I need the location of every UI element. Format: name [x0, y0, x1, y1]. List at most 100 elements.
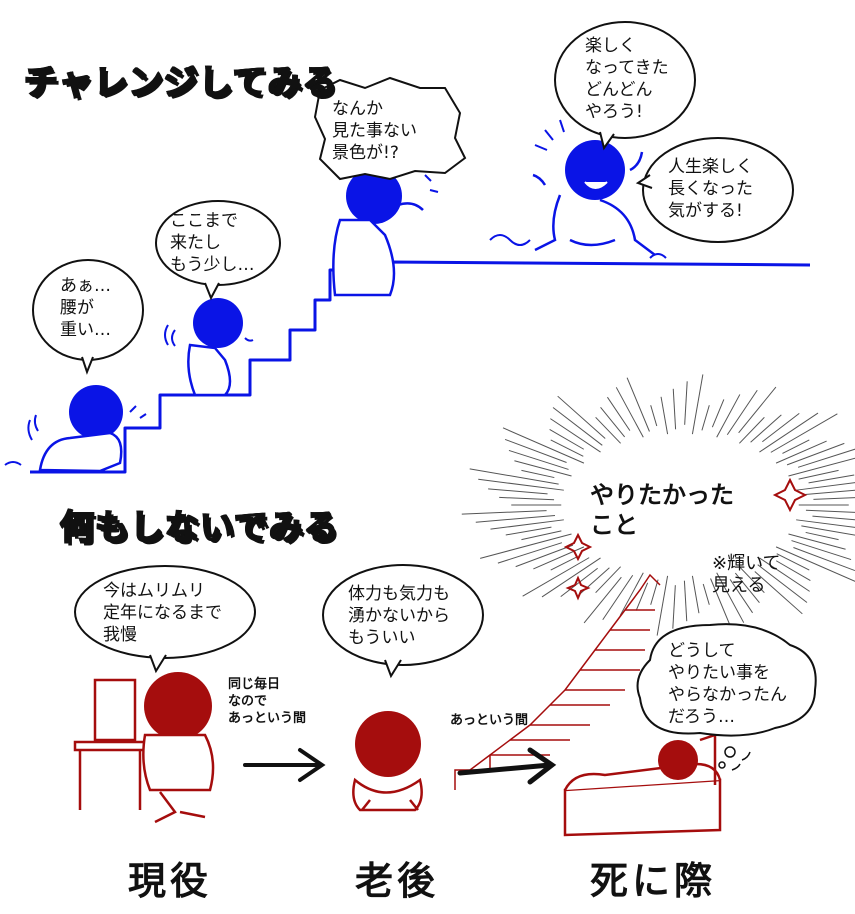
shine-ray — [797, 448, 855, 468]
figure-looking — [332, 168, 439, 297]
title-challenge: チャレンジしてみる — [23, 62, 338, 104]
shine-ray — [650, 405, 658, 427]
stage-label-active: 現役 — [128, 859, 213, 903]
shine-ray — [701, 405, 710, 431]
shine-ray — [691, 374, 704, 435]
shine-ray — [615, 387, 644, 438]
shine-ray — [808, 474, 855, 484]
figure-elderly — [352, 711, 423, 812]
shine-ray — [488, 488, 548, 495]
bubble-text: ここまで 来たし もう少し… — [170, 211, 255, 275]
shine-ray — [619, 572, 644, 616]
bubble-text: 楽しく なってきた どんどん やろう! — [585, 36, 669, 122]
sparkle-icon — [563, 477, 808, 601]
shine-ray — [626, 377, 650, 432]
shine-ray — [595, 416, 621, 444]
shine-ray — [813, 497, 855, 500]
figure-running — [489, 119, 667, 259]
shine-ray — [508, 449, 569, 470]
shine-ray — [739, 566, 765, 594]
bubble-text: 人生楽しく 長くなった 気がする! — [668, 157, 753, 221]
shine-ray — [660, 396, 669, 435]
shine-ray — [521, 530, 562, 541]
figure-head — [355, 711, 421, 777]
shine-ray — [716, 394, 741, 438]
shine-ray — [775, 560, 811, 581]
shine-ray — [541, 557, 601, 598]
shine-ray — [804, 489, 855, 495]
figure-head — [346, 168, 402, 224]
shine-ray — [497, 542, 563, 564]
shine-ray — [672, 585, 676, 629]
shine-ray — [729, 579, 753, 614]
challenge-bubble-3 — [313, 76, 467, 181]
title-do-nothing: 何もしないでみる — [59, 507, 339, 549]
shine-ray — [812, 515, 855, 521]
shine-ray — [684, 381, 688, 425]
shine-ray — [796, 482, 855, 491]
shine-ray — [738, 386, 777, 434]
figure-working — [73, 672, 215, 824]
shine-ray — [757, 564, 808, 603]
shine-ray — [801, 525, 855, 536]
figure-head — [193, 298, 243, 348]
shine-ray — [726, 389, 758, 436]
shine-text: やりたかった こと — [590, 481, 734, 539]
shine-ray — [499, 496, 555, 501]
challenge-staircase — [30, 260, 811, 474]
challenge-bubble-1 — [32, 259, 144, 375]
shine-ray — [583, 576, 622, 624]
figure-climbing — [164, 298, 254, 397]
shine-ray — [656, 575, 669, 636]
shine-ray — [798, 469, 839, 480]
shine-ray — [759, 557, 810, 592]
figure-head — [658, 740, 698, 780]
shine-ray — [552, 407, 603, 446]
shine-ray — [702, 583, 710, 605]
shine-ray — [504, 438, 567, 463]
shine-note: ※輝いて 見える — [712, 553, 781, 596]
shine-ray — [770, 413, 838, 453]
note-in-a-flash: あっという間 — [450, 713, 529, 728]
shine-ray — [480, 533, 572, 559]
nothing-bubble-1 — [74, 565, 256, 674]
shine-ray — [762, 412, 800, 443]
shine-ray — [782, 439, 810, 454]
shine-ray — [716, 572, 745, 623]
shine-ray — [600, 406, 626, 438]
shine-ray — [502, 427, 585, 464]
bubble-text: 今はムリムリ 定年になるまで 我慢 — [103, 581, 222, 645]
bubble-text: 体力も気力も 湧かないから もういい — [348, 584, 450, 648]
figure-head — [69, 385, 123, 439]
shine-lines — [461, 374, 855, 636]
shine-ray — [650, 579, 659, 605]
shine-ray — [739, 416, 765, 444]
shine-ray — [750, 414, 782, 443]
shine-ray — [796, 519, 855, 528]
shine-ray — [557, 395, 606, 439]
shine-ray — [672, 388, 677, 430]
shine-ray — [754, 571, 803, 615]
shine-ray — [514, 460, 572, 477]
figure-head — [144, 672, 212, 740]
shine-ray — [711, 399, 725, 428]
shine-ray — [683, 580, 688, 622]
shine-ray — [786, 442, 845, 466]
shine-ray — [775, 546, 855, 582]
figure-deathbed — [563, 733, 751, 837]
shine-ray — [461, 510, 547, 515]
stage-label-retired: 老後 — [355, 859, 440, 903]
shine-ray — [469, 468, 559, 485]
shine-ray — [505, 526, 552, 536]
note-same-every-day: 同じ毎日 なので あっという間 — [228, 677, 307, 726]
shine-ray — [805, 509, 855, 513]
shine-ray — [515, 544, 574, 568]
nothing-bubble-3 — [636, 623, 817, 769]
figure-crawling — [27, 385, 147, 473]
shine-ray — [490, 519, 564, 530]
shine-ray — [788, 533, 846, 550]
challenge-bubble-5 — [635, 137, 794, 243]
shine-ray — [475, 515, 556, 523]
arrow-right-icon — [457, 747, 557, 785]
challenge-bubble-4 — [554, 21, 696, 151]
